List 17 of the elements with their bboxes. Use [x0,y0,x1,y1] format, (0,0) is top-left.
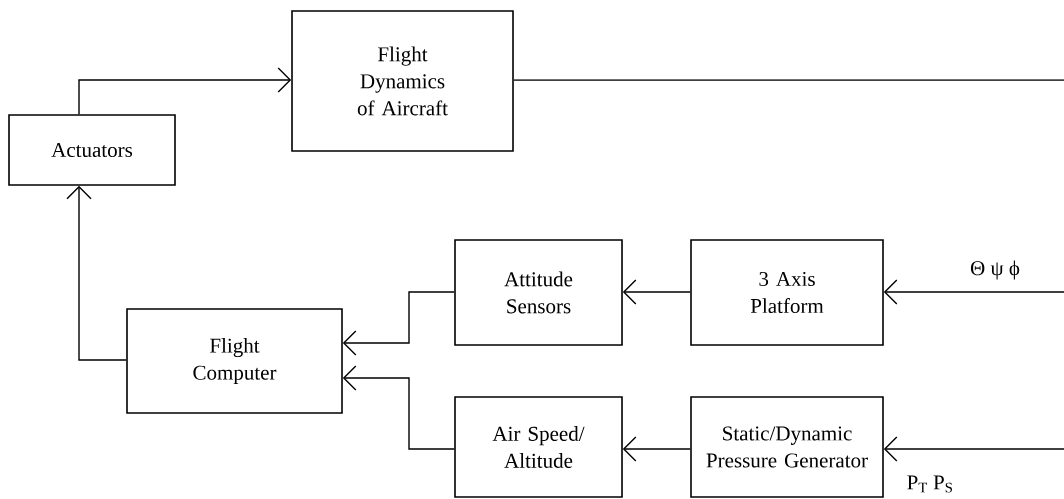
block-box: Flight Computer [126,308,343,414]
arrow [622,436,691,462]
arrow [342,365,455,450]
block-box: Attitude Sensors [454,239,623,346]
arrow [883,436,1064,462]
edge-label: Θ ψ ϕ [970,260,1020,280]
block-box: Static/Dynamic Pressure Generator [690,396,884,498]
arrow [883,279,1064,305]
block-box: Actuators [8,114,176,186]
arrow [622,279,691,305]
block-box: 3 Axis Platform [690,239,884,346]
edge-label: P$_{T}$ P$_{S}$ [907,475,952,493]
block-box: Air Speed/ Altitude [454,396,623,498]
block-box: Flight Dynamics of Aircraft [291,10,514,152]
arrow [342,291,455,356]
arrow [66,185,127,361]
arrow [78,67,292,115]
